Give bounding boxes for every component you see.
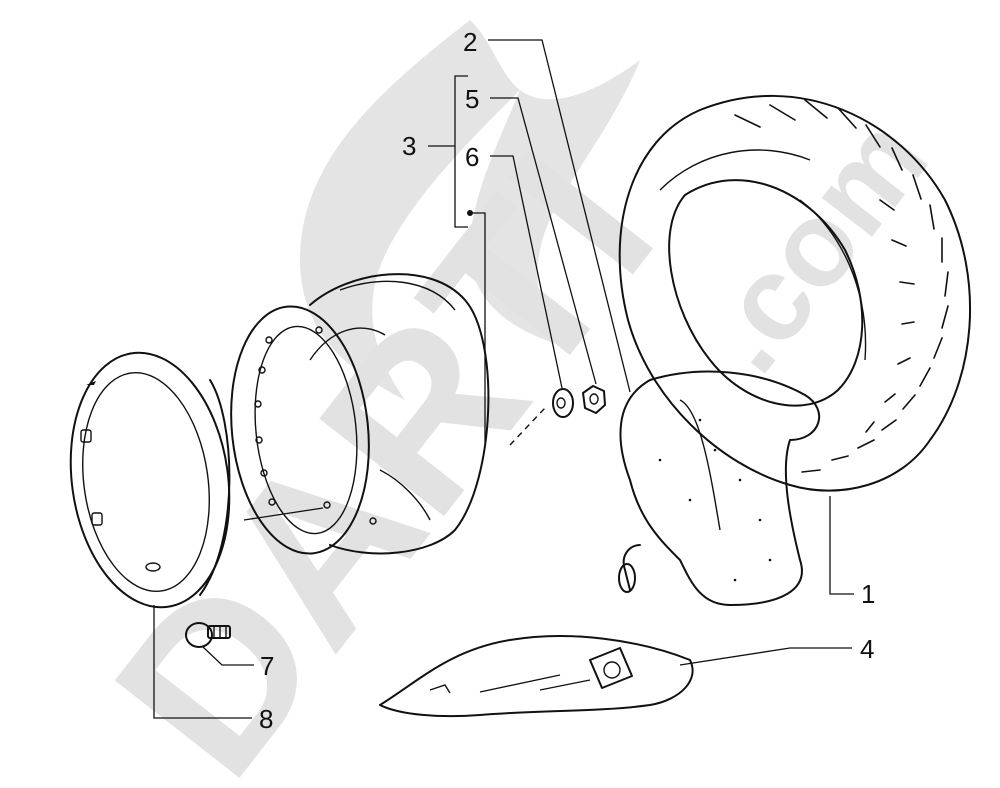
callouts: 2 5 3 6 1 4 7 8 bbox=[259, 27, 875, 734]
part-tyre bbox=[618, 95, 972, 492]
callout-1: 1 bbox=[861, 579, 875, 609]
part-wheel-rim bbox=[230, 273, 490, 555]
callout-7: 7 bbox=[260, 651, 274, 681]
callout-2: 2 bbox=[463, 27, 477, 57]
callout-5: 5 bbox=[465, 84, 479, 114]
callout-3: 3 bbox=[402, 131, 416, 161]
part-bolt bbox=[185, 622, 231, 648]
part-washer bbox=[552, 388, 574, 418]
watermark-suffix-text: .com bbox=[675, 93, 953, 396]
watermark: DARTI .com bbox=[66, 20, 953, 788]
part-inner-tube bbox=[618, 370, 821, 606]
part-tool-kit bbox=[379, 635, 694, 718]
callout-4: 4 bbox=[860, 634, 874, 664]
callout-6: 6 bbox=[465, 142, 479, 172]
bracket-group-3 bbox=[454, 75, 468, 228]
callout-8: 8 bbox=[259, 704, 273, 734]
watermark-flame-logo bbox=[300, 20, 640, 400]
leader-lines bbox=[153, 39, 854, 719]
part-ring-outer bbox=[69, 351, 231, 609]
part-nut bbox=[582, 385, 606, 414]
